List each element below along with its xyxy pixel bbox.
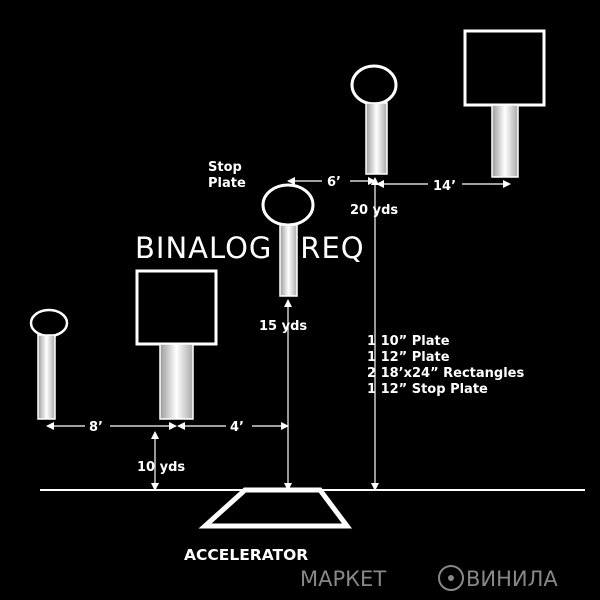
target-rectangle-left [135,269,218,420]
vinyl-record-icon [438,565,464,591]
equipment-item: 2 18’x24” Rectangles [367,366,525,381]
dim-label-15yds: 15 yds [259,319,307,334]
diagram-title: BINALOG FREQ [135,231,365,265]
equipment-list: 1 10” Plate 1 12” Plate 2 18’x24” Rectan… [367,334,525,397]
dim-label-6ft: 6’ [327,175,341,190]
dim-label-14ft: 14’ [433,179,456,194]
target-stop-plate [261,183,315,297]
dim-label-20yds: 20 yds [350,203,398,218]
vinyl-record-center [448,575,454,581]
start-box-icon [198,487,352,529]
equipment-item: 1 12” Stop Plate [367,382,488,397]
stop-plate-label: Stop Plate [208,160,246,191]
dim-label-4ft: 4’ [230,420,244,435]
equipment-item: 1 12” Plate [367,350,450,365]
dim-label-8ft: 8’ [89,420,103,435]
target-rectangle-right [463,29,546,178]
target-plate-10in [29,308,69,420]
equipment-item: 1 10” Plate [367,334,450,349]
start-box-label: ACCELERATOR [184,546,308,564]
target-plate-12in [350,64,398,175]
dim-label-10yds: 10 yds [137,460,185,475]
